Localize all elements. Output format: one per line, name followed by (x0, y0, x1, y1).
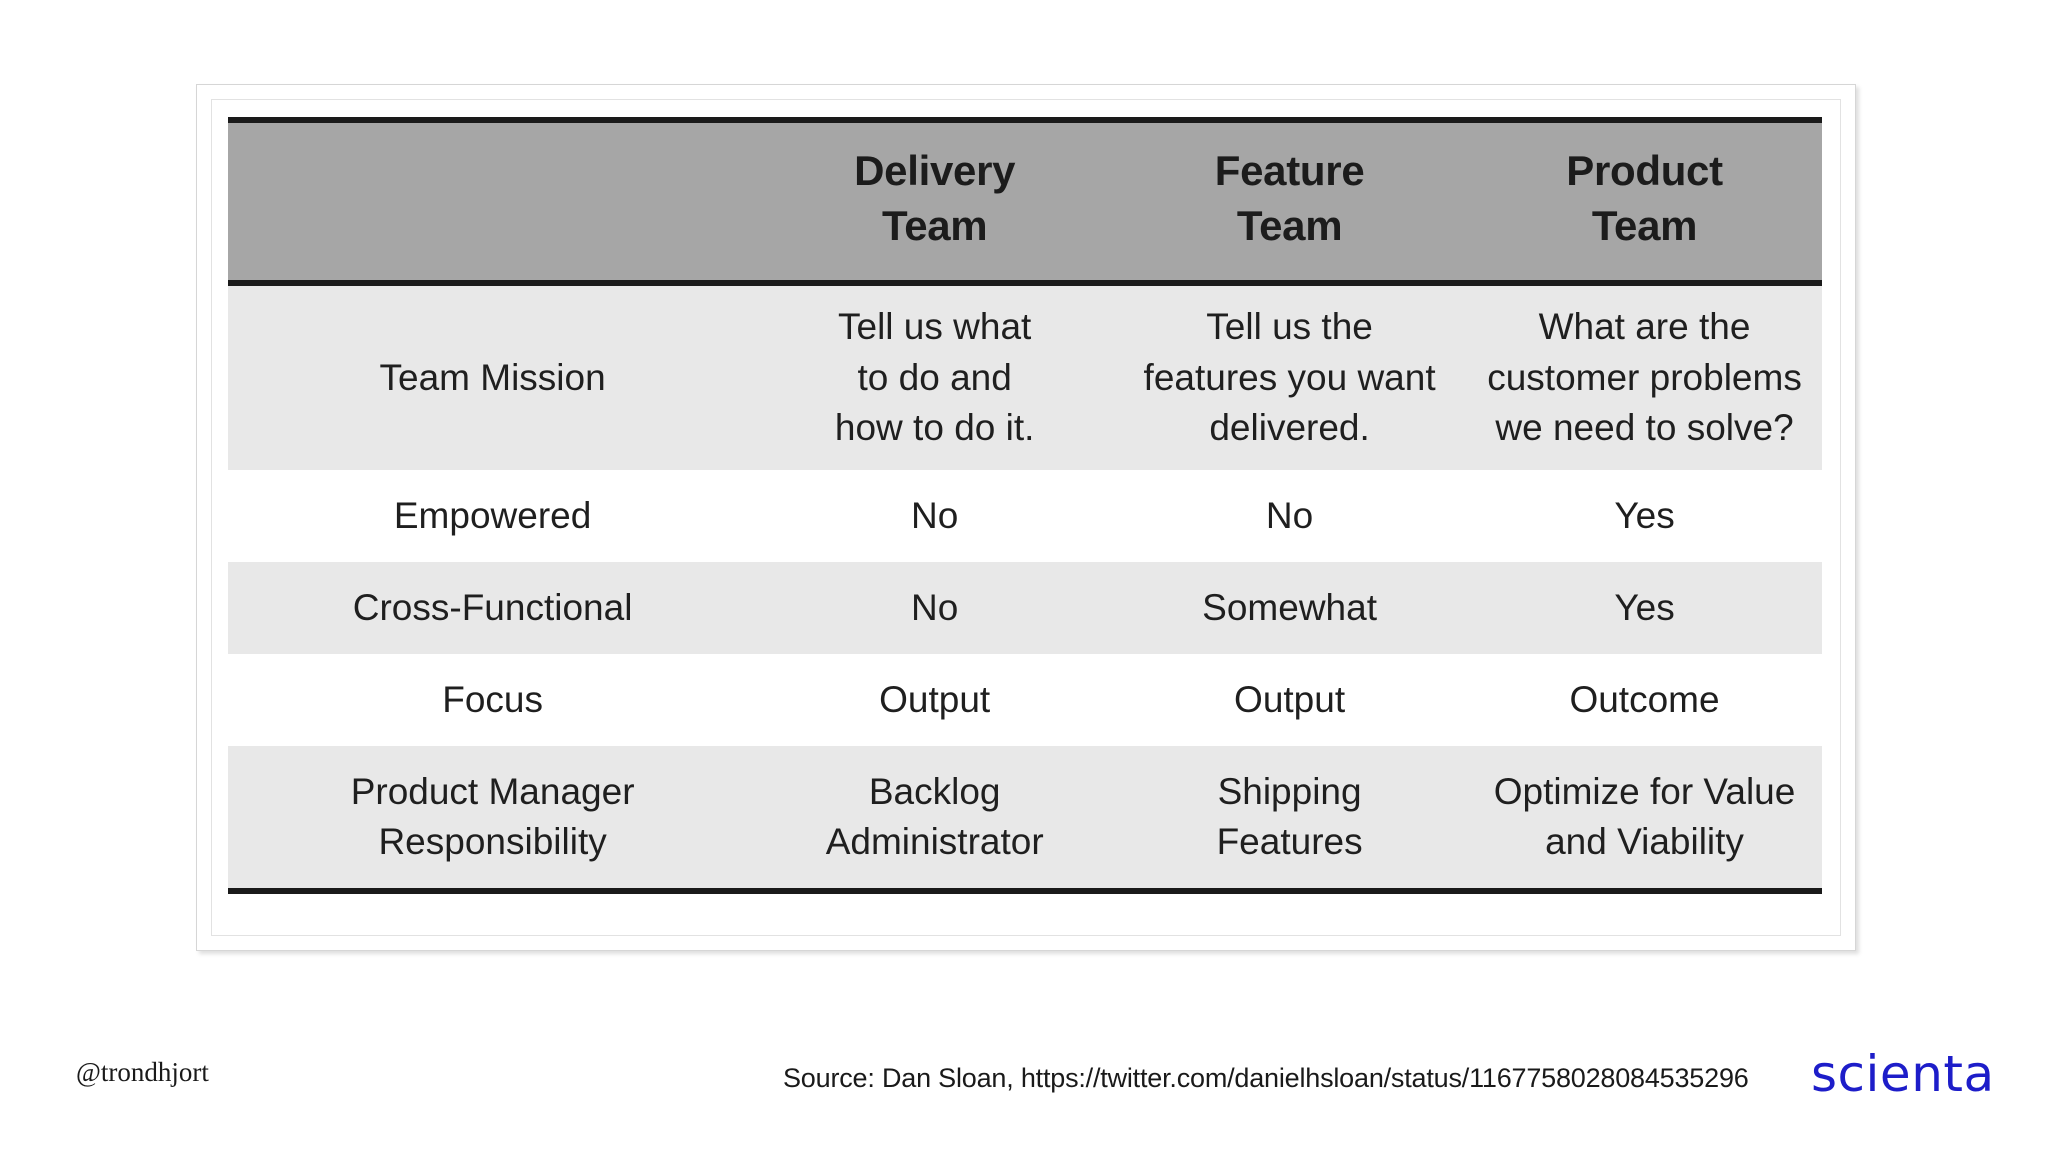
cell-team-mission-feature: Tell us the features you want delivered. (1112, 282, 1468, 470)
cell-pm-responsibility-product: Optimize for Value and Viability (1467, 745, 1822, 894)
source-attribution: Source: Dan Sloan, https://twitter.com/d… (783, 1063, 1749, 1093)
cell-line: Tell us the (1206, 306, 1373, 348)
cell-line: Tell us what (838, 306, 1032, 348)
cell-line: and Viability (1545, 820, 1744, 862)
row-label-team-mission: Team Mission (228, 282, 758, 470)
scienta-logo: scienta (1811, 1045, 1995, 1103)
cell-cross-functional-delivery: No (757, 561, 1113, 654)
cell-team-mission-delivery: Tell us what to do and how to do it. (757, 282, 1113, 470)
cell-focus-delivery: Output (757, 653, 1113, 746)
cell-team-mission-product: What are the customer problems we need t… (1467, 282, 1822, 470)
cell-cross-functional-product: Yes (1467, 561, 1822, 654)
cell-line: Optimize for Value (1493, 770, 1796, 812)
cell-pm-responsibility-delivery: Backlog Administrator (757, 745, 1113, 894)
table-row: Focus Output Output Outcome (228, 653, 1822, 746)
row-label-product-manager-responsibility: Product Manager Responsibility (228, 745, 758, 894)
cell-line: Shipping (1217, 770, 1362, 812)
table-card: Delivery Team Feature Team (196, 84, 1856, 951)
cell-line: Administrator (825, 820, 1044, 862)
header-product-line2: Team (1591, 202, 1698, 250)
cell-line: Responsibility (378, 820, 607, 862)
row-label-empowered: Empowered (228, 469, 758, 562)
cell-line: Backlog (868, 770, 1001, 812)
table-row: Team Mission Tell us what to do and how … (228, 282, 1822, 470)
cell-line: we need to solve? (1495, 407, 1794, 449)
table-header: Delivery Team Feature Team (228, 117, 1822, 286)
header-cell-product-team: Product Team (1467, 117, 1822, 286)
cell-line: What are the (1538, 306, 1751, 348)
table-body: Team Mission Tell us what to do and how … (228, 282, 1822, 894)
row-label-focus: Focus (228, 653, 758, 746)
row-label-cross-functional: Cross-Functional (228, 561, 758, 654)
table-row: Empowered No No Yes (228, 469, 1822, 562)
cell-focus-feature: Output (1112, 653, 1468, 746)
cell-line: features you want (1143, 356, 1436, 398)
table-header-row: Delivery Team Feature Team (228, 117, 1822, 286)
header-delivery-line2: Team (881, 202, 988, 250)
cell-empowered-product: Yes (1467, 469, 1822, 562)
cell-focus-product: Outcome (1467, 653, 1822, 746)
table-inner-frame: Delivery Team Feature Team (211, 99, 1841, 936)
table-row: Cross-Functional No Somewhat Yes (228, 561, 1822, 654)
cell-empowered-feature: No (1112, 469, 1468, 562)
cell-empowered-delivery: No (757, 469, 1113, 562)
header-feature-line1: Feature (1214, 147, 1365, 194)
cell-pm-responsibility-feature: Shipping Features (1112, 745, 1468, 894)
cell-line: delivered. (1209, 407, 1370, 449)
author-handle: @trondhjort (76, 1057, 209, 1087)
cell-line: Features (1216, 820, 1363, 862)
cell-line: customer problems (1487, 356, 1802, 398)
cell-line: to do and (857, 356, 1012, 398)
header-feature-line2: Team (1236, 202, 1343, 250)
cell-line: Product Manager (350, 770, 635, 812)
header-product-line1: Product (1566, 147, 1723, 194)
cell-line: how to do it. (834, 407, 1035, 449)
team-comparison-table: Delivery Team Feature Team (228, 117, 1822, 894)
header-cell-feature-team: Feature Team (1112, 117, 1468, 286)
table-row: Product Manager Responsibility Backlog A… (228, 745, 1822, 894)
header-delivery-line1: Delivery (854, 147, 1016, 194)
header-cell-delivery-team: Delivery Team (757, 117, 1113, 286)
header-cell-blank (228, 117, 758, 286)
cell-cross-functional-feature: Somewhat (1112, 561, 1468, 654)
